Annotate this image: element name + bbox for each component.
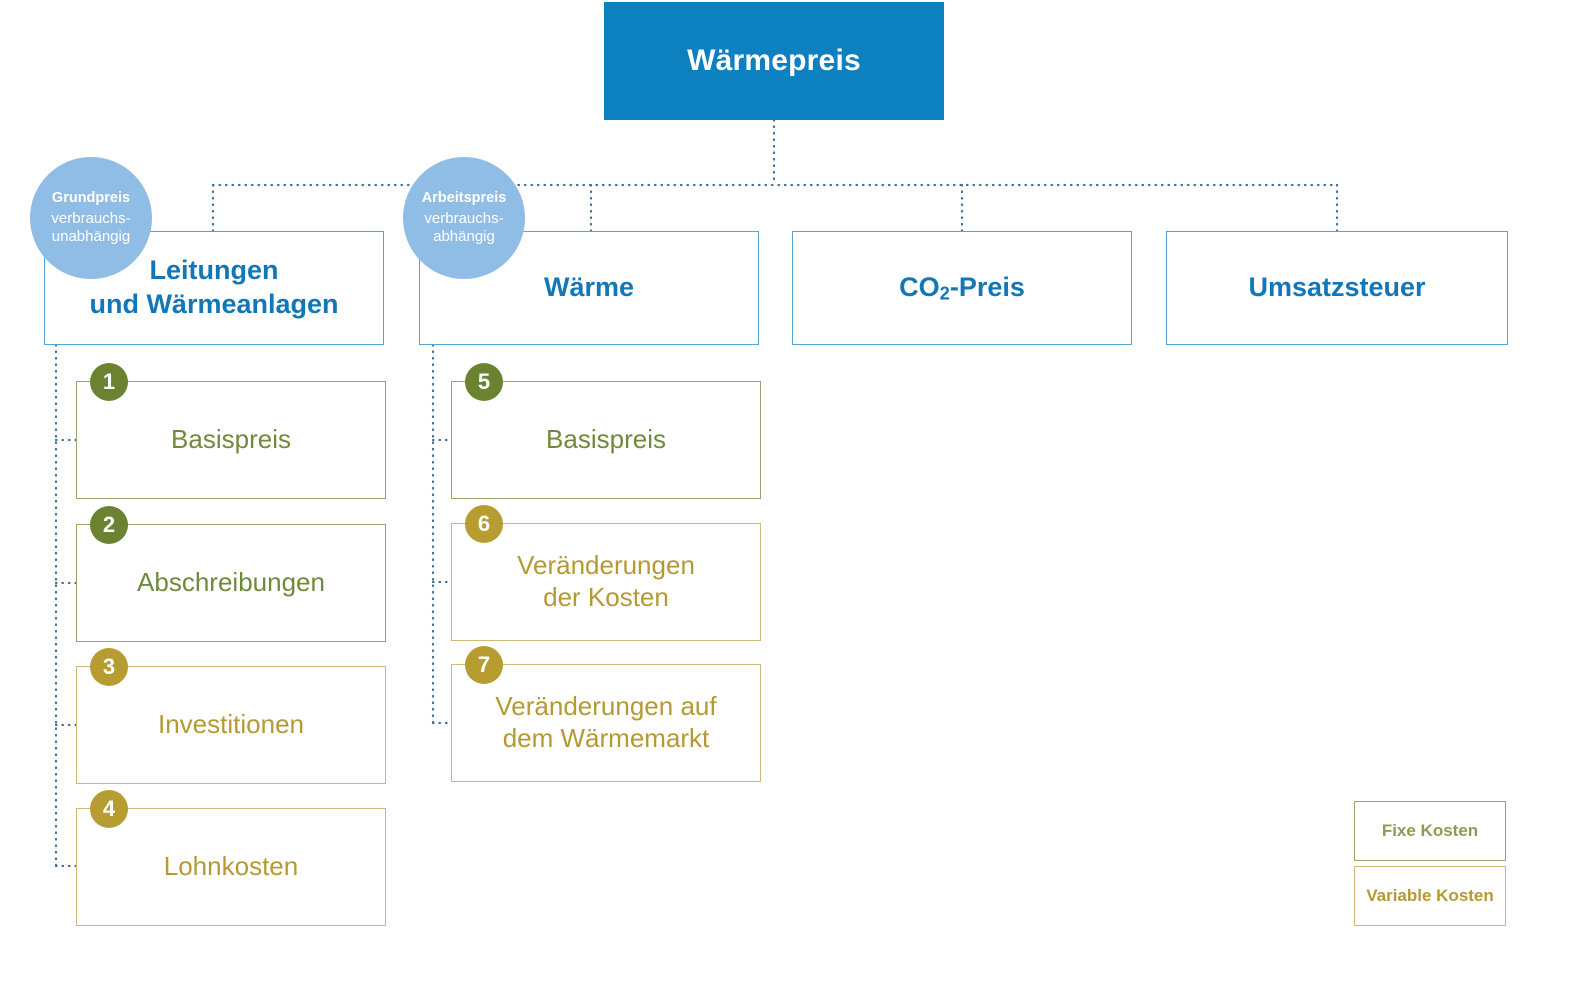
tag-arbeitspreis-subtitle: verbrauchs- abhängig [424,209,504,245]
item-label-abschreibungen: Abschreibungen [137,567,325,598]
tag-arbeitspreis-title: Arbeitspreis [421,190,507,207]
item-box-basispreis-5[interactable]: Basispreis [451,381,761,499]
root-node-waermepreis[interactable]: Wärmepreis [604,2,944,120]
legend-item-fixe-kosten: Fixe Kosten [1354,801,1506,861]
item-badge-6-number: 6 [477,511,491,536]
item-badge-2: 2 [90,506,128,544]
item-label-lohnkosten: Lohnkosten [163,851,299,882]
tag-grundpreis-subtitle: verbrauchs- unabhängig [51,209,131,245]
tag-grundpreis-title: Grundpreis [51,190,131,207]
item-badge-3: 3 [90,648,128,686]
item-badge-5: 5 [465,363,503,401]
item-badge-1: 1 [90,363,128,401]
item-badge-1-number: 1 [102,369,116,394]
item-badge-4: 4 [90,790,128,828]
legend-label-fixe-kosten: Fixe Kosten [1381,821,1479,840]
tag-circle-arbeitspreis: Arbeitspreis verbrauchs- abhängig [403,157,525,279]
item-label-veraenderungen-der-kosten: Veränderungen der Kosten [517,550,695,612]
item-badge-3-number: 3 [102,654,116,679]
item-badge-4-number: 4 [102,796,116,821]
item-badge-6: 6 [465,505,503,543]
item-box-veraenderungen-der-kosten[interactable]: Veränderungen der Kosten [451,523,761,641]
tag-circle-grundpreis: Grundpreis verbrauchs- unabhängig [30,157,152,279]
item-box-lohnkosten[interactable]: Lohnkosten [76,808,386,926]
legend-item-variable-kosten: Variable Kosten [1354,866,1506,926]
item-box-investitionen[interactable]: Investitionen [76,666,386,784]
item-box-abschreibungen[interactable]: Abschreibungen [76,524,386,642]
category-box-umsatzsteuer[interactable]: Umsatzsteuer [1166,231,1508,345]
item-box-veraenderungen-waermemarkt[interactable]: Veränderungen auf dem Wärmemarkt [451,664,761,782]
root-node-label: Wärmepreis [687,44,861,77]
item-box-basispreis-1[interactable]: Basispreis [76,381,386,499]
item-badge-7: 7 [465,646,503,684]
category-box-co2-preis[interactable]: CO2-Preis [792,231,1132,345]
category-label-co2-preis: CO2-Preis [899,271,1025,304]
item-badge-2-number: 2 [102,512,116,537]
category-label-umsatzsteuer: Umsatzsteuer [1248,272,1426,303]
item-label-veraenderungen-waermemarkt: Veränderungen auf dem Wärmemarkt [495,691,717,753]
category-label-waerme: Wärme [543,272,635,303]
item-label-basispreis-1: Basispreis [171,424,291,455]
legend-label-variable-kosten: Variable Kosten [1366,886,1494,905]
item-badge-7-number: 7 [477,652,491,677]
item-badge-5-number: 5 [477,369,491,394]
item-label-basispreis-5: Basispreis [546,424,666,455]
item-label-investitionen: Investitionen [158,709,304,740]
